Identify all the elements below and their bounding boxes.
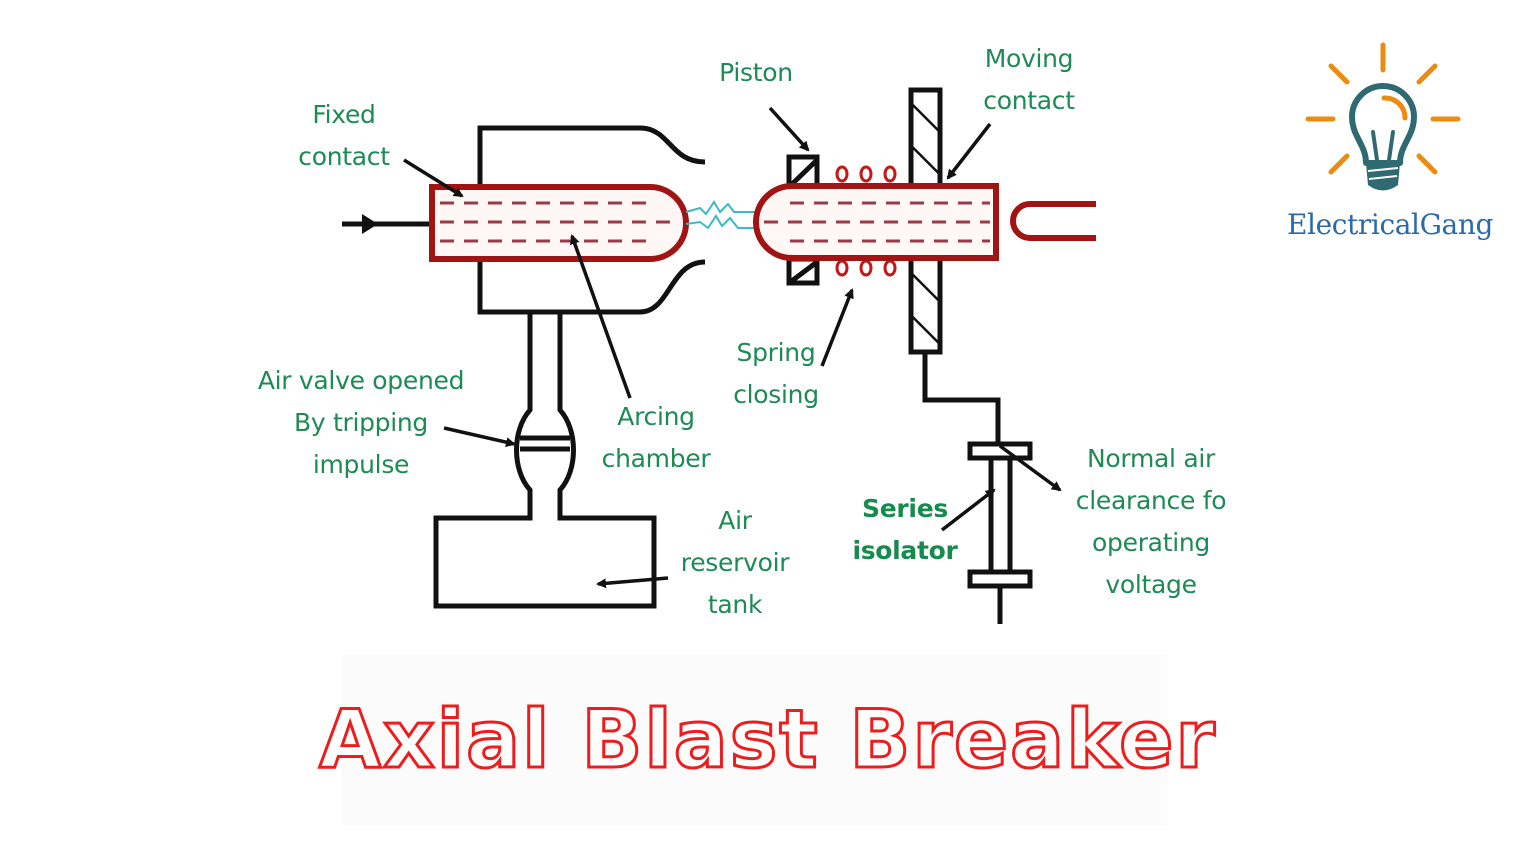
brand-name: ElectricalGang [1287,208,1493,241]
label-normal-air-clearance: Normal air clearance fo operating voltag… [1075,444,1227,599]
piston [786,154,820,286]
title-panel [342,655,1167,825]
label-piston: Piston [719,58,793,87]
label-air-reservoir-tank: Air reservoir tank [680,506,790,619]
label-arcing-chamber: Arcing chamber [601,402,711,473]
label-air-valve-opened: Air valve opened By tripping impulse [257,366,465,479]
label-spring-closing: Spring closing [733,338,819,409]
label-fixed-contact: Fixed contact [298,100,390,171]
lightbulb-icon [1305,42,1461,191]
air-pipe-valve [433,314,657,609]
label-moving-contact: Moving contact [983,44,1075,115]
page-title: Axial Blast Breaker [318,692,1217,788]
pointer-arrows [403,106,1062,589]
series-isolator [922,352,1033,624]
air-inlet-arrow [342,214,432,234]
electric-arc [685,200,760,230]
fixed-contact [429,184,689,262]
arcing-chamber-housing [477,125,706,315]
label-series-isolator: Series isolator [852,494,958,565]
moving-contact [753,183,1096,261]
